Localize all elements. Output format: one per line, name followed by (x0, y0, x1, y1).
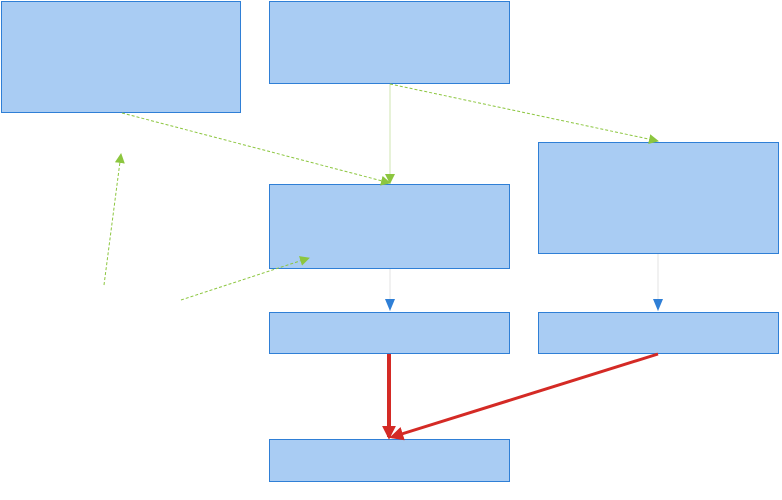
arrowhead-d-to-e (385, 299, 395, 311)
node-c (538, 142, 779, 254)
node-b (269, 1, 510, 84)
edge-b-to-c (389, 83, 659, 145)
node-e (269, 312, 510, 354)
edge-free-to-a (103, 153, 125, 286)
arrowhead-c-to-f (653, 299, 663, 311)
node-d (269, 184, 510, 269)
edge-a-to-d (121, 112, 391, 186)
node-g (269, 439, 510, 482)
node-f (538, 312, 779, 354)
node-a (1, 1, 241, 113)
edge-f-to-g (389, 352, 659, 441)
